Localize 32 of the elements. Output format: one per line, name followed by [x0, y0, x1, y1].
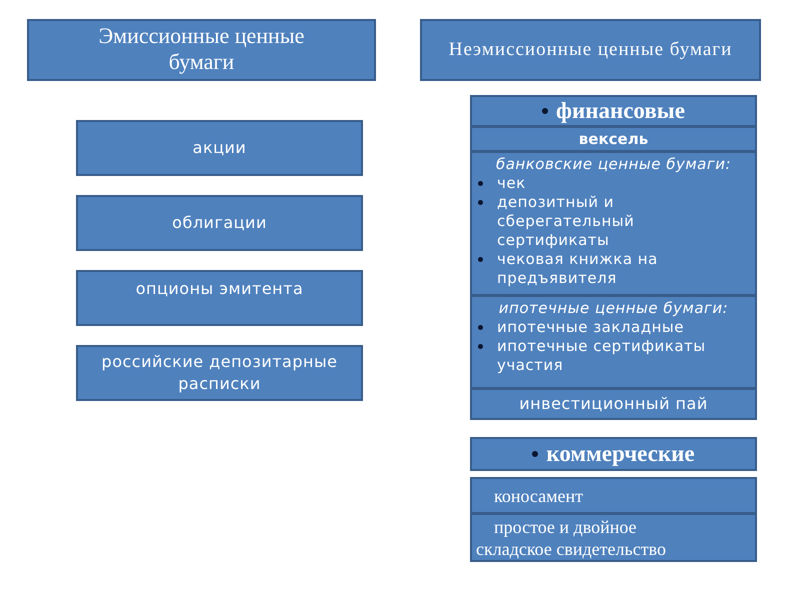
category-box — [470, 126, 757, 152]
category-box — [470, 388, 757, 420]
heading-box — [420, 19, 761, 81]
box-label: опционы эмитента — [134, 278, 304, 300]
box-label: вексель — [578, 129, 650, 149]
box-label: акции — [192, 137, 248, 159]
box-label: российские депозитарные расписки — [100, 351, 338, 395]
list-item: ипотечные сертификаты участия — [497, 337, 707, 375]
category-box — [76, 120, 363, 176]
box-label: коносамент — [493, 484, 584, 506]
heading-text: Эмиссионные ценные бумаги — [98, 23, 306, 75]
group-heading-box — [470, 95, 757, 127]
box-label: инвестиционный пай — [518, 393, 709, 415]
list-item: ипотечные закладные — [497, 318, 684, 337]
category-box — [76, 195, 363, 251]
group-heading: финансовые — [556, 97, 685, 125]
category-box — [470, 477, 757, 514]
heading-box — [27, 19, 376, 81]
group-heading: коммерческие — [546, 440, 695, 468]
list-item: чек — [497, 174, 526, 193]
list-item: чековая книжка на предъявителя — [497, 250, 659, 288]
box-label: облигации — [171, 212, 268, 234]
list-heading: банковские ценные бумаги: — [494, 155, 732, 174]
list-heading: ипотечные ценные бумаги: — [498, 299, 730, 318]
list-box — [470, 295, 757, 389]
box-label: простое и двойное складское свидетельство — [476, 516, 667, 560]
category-box — [470, 513, 757, 562]
list-box — [470, 151, 757, 296]
category-box — [76, 270, 363, 326]
heading-text: Неэмиссионные ценные бумаги — [448, 38, 734, 62]
category-box — [76, 345, 363, 401]
group-heading-box — [470, 437, 757, 471]
